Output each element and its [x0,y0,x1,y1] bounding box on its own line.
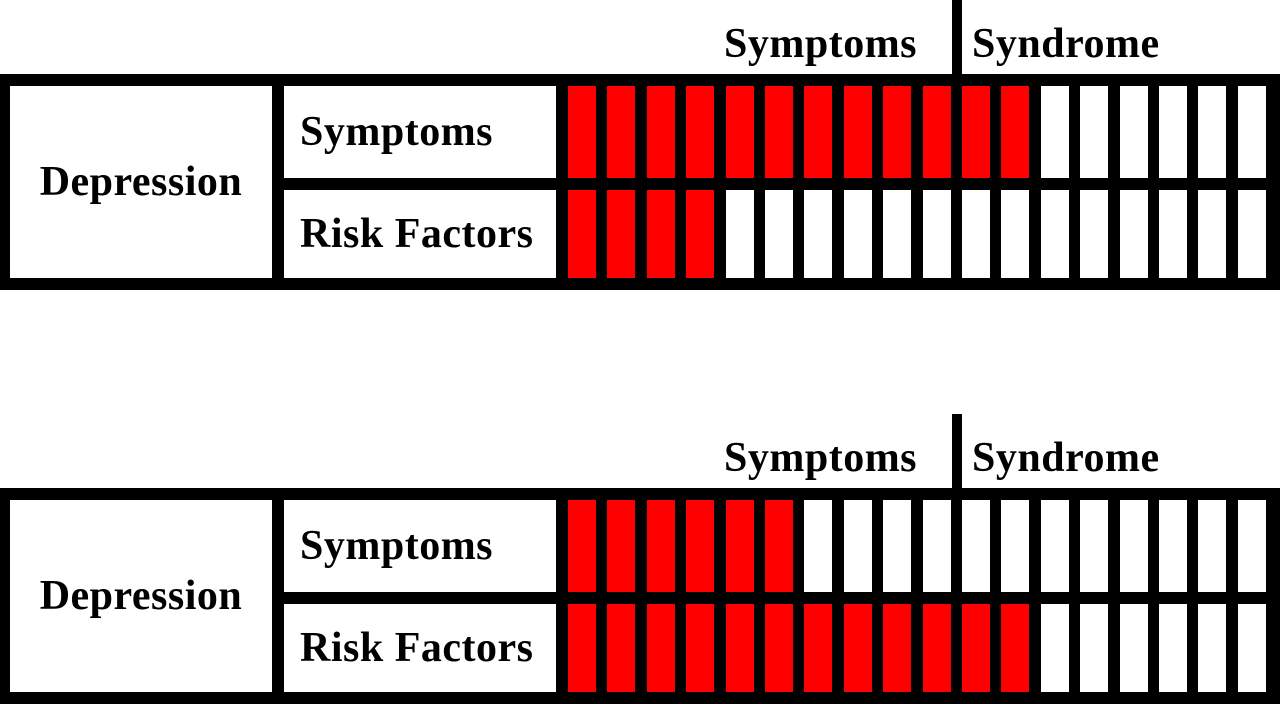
empty-cell [726,190,754,278]
filled-cell [844,604,872,692]
empty-cell [883,190,911,278]
category-label: Depression [39,159,243,205]
empty-cell [1159,190,1187,278]
empty-cell [1120,500,1148,592]
empty-cell [1159,86,1187,178]
empty-cell [923,190,951,278]
threshold-line [952,414,962,494]
row-label-risk-factors: Risk Factors [300,625,534,671]
diagram-frame: Depression Symptoms Risk Factors [0,488,1280,704]
filled-cell [568,190,596,278]
filled-cell [686,190,714,278]
empty-cell [1238,604,1266,692]
filled-cell [726,604,754,692]
cells-row-symptoms [568,500,1280,592]
filled-cell [726,86,754,178]
empty-cell [765,190,793,278]
empty-cell [1120,604,1148,692]
diagram-panel-2: Symptoms Syndrome Depression Symptoms Ri… [0,414,1280,704]
filled-cell [568,604,596,692]
filled-cell [765,86,793,178]
empty-cell [1120,86,1148,178]
category-box: Depression [10,86,272,278]
empty-cell [1041,86,1069,178]
filled-cell [883,604,911,692]
row-label-box-risk-factors: Risk Factors [284,604,556,692]
row-label-risk-factors: Risk Factors [300,211,534,257]
filled-cell [568,500,596,592]
empty-cell [1159,500,1187,592]
empty-cell [1198,190,1226,278]
empty-cell [1238,500,1266,592]
row-label-symptoms: Symptoms [300,523,494,569]
filled-cell [962,86,990,178]
empty-cell [1080,500,1108,592]
filled-cell [1001,604,1029,692]
cells-row-risk-factors [568,190,1280,278]
category-label: Depression [39,573,243,619]
cells-row-risk-factors [568,604,1280,692]
filled-cell [923,604,951,692]
empty-cell [1080,190,1108,278]
filled-cell [883,86,911,178]
filled-cell [923,86,951,178]
empty-cell [1080,604,1108,692]
empty-cell [1080,86,1108,178]
filled-cell [686,86,714,178]
empty-cell [1001,190,1029,278]
empty-cell [1041,500,1069,592]
filled-cell [568,86,596,178]
category-box: Depression [10,500,272,692]
threshold-line [952,0,962,80]
empty-cell [844,500,872,592]
filled-cell [607,86,635,178]
empty-cell [1198,86,1226,178]
empty-cell [962,190,990,278]
empty-cell [1120,190,1148,278]
empty-cell [1238,86,1266,178]
empty-cell [1041,190,1069,278]
row-label-box-risk-factors: Risk Factors [284,190,556,278]
filled-cell [962,604,990,692]
filled-cell [686,604,714,692]
empty-cell [1198,500,1226,592]
filled-cell [647,604,675,692]
row-label-box-symptoms: Symptoms [284,500,556,592]
filled-cell [686,500,714,592]
empty-cell [804,190,832,278]
filled-cell [647,500,675,592]
empty-cell [923,500,951,592]
empty-cell [1238,190,1266,278]
filled-cell [765,604,793,692]
empty-cell [844,190,872,278]
filled-cell [607,500,635,592]
empty-cell [804,500,832,592]
diagram-panel-1: Symptoms Syndrome Depression Symptoms Ri… [0,0,1280,290]
empty-cell [1159,604,1187,692]
filled-cell [607,190,635,278]
header-symptoms-label: Symptoms [724,435,918,481]
empty-cell [1198,604,1226,692]
row-label-box-symptoms: Symptoms [284,86,556,178]
filled-cell [804,604,832,692]
filled-cell [647,190,675,278]
empty-cell [1041,604,1069,692]
header-symptoms-label: Symptoms [724,21,918,67]
header-syndrome-label: Syndrome [972,435,1160,481]
filled-cell [804,86,832,178]
diagram-frame: Depression Symptoms Risk Factors [0,74,1280,290]
row-label-symptoms: Symptoms [300,109,494,155]
filled-cell [765,500,793,592]
filled-cell [1001,86,1029,178]
empty-cell [962,500,990,592]
cells-row-symptoms [568,86,1280,178]
header-syndrome-label: Syndrome [972,21,1160,67]
empty-cell [1001,500,1029,592]
filled-cell [726,500,754,592]
filled-cell [607,604,635,692]
filled-cell [844,86,872,178]
filled-cell [647,86,675,178]
empty-cell [883,500,911,592]
